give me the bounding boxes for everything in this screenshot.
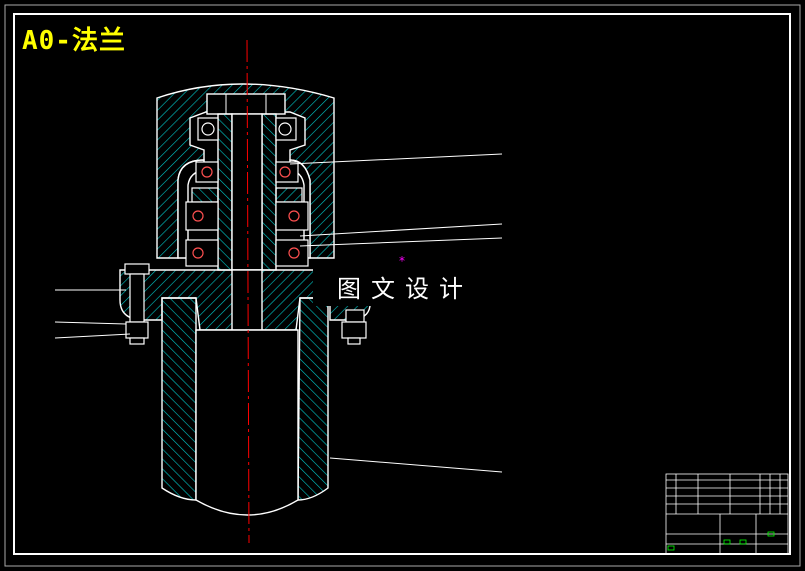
shaft: [217, 113, 277, 271]
magenta-marker: *: [399, 254, 405, 268]
drawing-title: A0-法兰: [22, 26, 126, 56]
bolt-left: [124, 263, 150, 345]
outer-border: [4, 4, 801, 567]
lower-pipe: [161, 297, 329, 516]
title-block: [665, 473, 789, 555]
bearing-stack-left: [185, 117, 219, 267]
bearing-stack-right: [275, 117, 309, 267]
bolt-right: [341, 309, 367, 345]
center-line: [246, 39, 250, 544]
top-nut: [206, 93, 286, 115]
inner-border: [13, 13, 791, 555]
leader-lines: [54, 153, 503, 473]
watermark-text: 图文设计: [313, 266, 497, 306]
